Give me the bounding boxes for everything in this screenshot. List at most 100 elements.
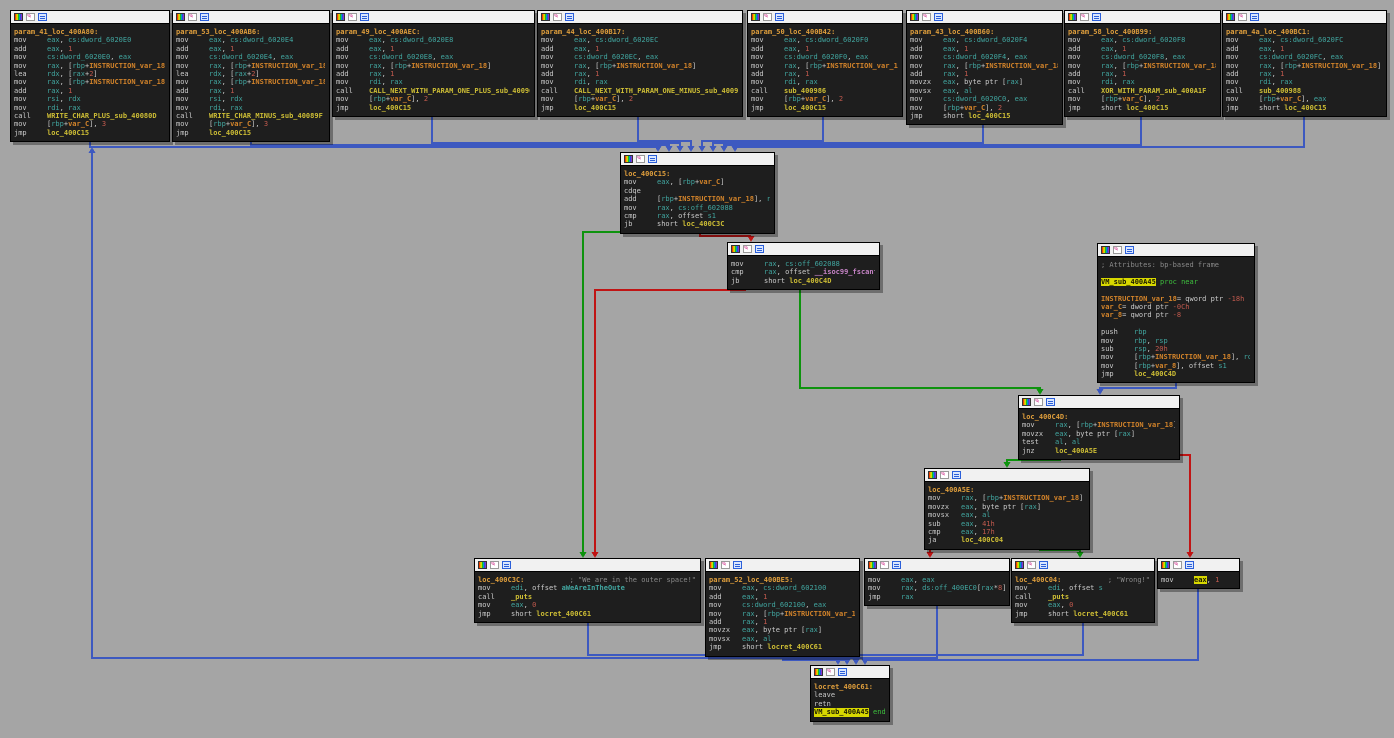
node-color-icon[interactable] xyxy=(1161,561,1170,569)
node-titlebar[interactable] xyxy=(1019,396,1179,409)
edit-node-icon[interactable] xyxy=(553,13,562,21)
group-node-icon[interactable] xyxy=(1250,13,1259,21)
node-titlebar[interactable] xyxy=(748,11,902,24)
group-node-icon[interactable] xyxy=(1092,13,1101,21)
group-node-icon[interactable] xyxy=(934,13,943,21)
node-color-icon[interactable] xyxy=(1022,398,1031,406)
group-node-icon[interactable] xyxy=(360,13,369,21)
node-color-icon[interactable] xyxy=(478,561,487,569)
group-node-icon[interactable] xyxy=(755,245,764,253)
node-color-icon[interactable] xyxy=(336,13,345,21)
edit-node-icon[interactable] xyxy=(880,561,889,569)
edit-node-icon[interactable] xyxy=(721,561,730,569)
edit-node-icon[interactable] xyxy=(922,13,931,21)
edit-node-icon[interactable] xyxy=(1080,13,1089,21)
group-node-icon[interactable] xyxy=(1185,561,1194,569)
node-titlebar[interactable] xyxy=(1012,559,1154,572)
code-token: eax xyxy=(118,53,132,62)
group-node-icon[interactable] xyxy=(38,13,47,21)
edit-node-icon[interactable] xyxy=(1173,561,1182,569)
code-token: mov xyxy=(176,78,189,87)
group-node-icon[interactable] xyxy=(775,13,784,21)
node-color-icon[interactable] xyxy=(541,13,550,21)
node-color-icon[interactable] xyxy=(814,668,823,676)
group-node-icon[interactable] xyxy=(200,13,209,21)
node-color-icon[interactable] xyxy=(928,471,937,479)
edit-node-icon[interactable] xyxy=(763,13,772,21)
node-color-icon[interactable] xyxy=(751,13,760,21)
node-color-icon[interactable] xyxy=(910,13,919,21)
node-titlebar[interactable] xyxy=(811,666,889,679)
node-titlebar[interactable] xyxy=(865,559,1009,572)
node-titlebar[interactable] xyxy=(1223,11,1386,24)
edit-node-icon[interactable] xyxy=(743,245,752,253)
node-titlebar[interactable] xyxy=(1158,559,1239,572)
edit-node-icon[interactable] xyxy=(1113,246,1122,254)
node-titlebar[interactable] xyxy=(11,11,169,24)
edit-node-icon[interactable] xyxy=(348,13,357,21)
edit-node-icon[interactable] xyxy=(636,155,645,163)
group-node-icon[interactable] xyxy=(733,561,742,569)
node-color-icon[interactable] xyxy=(709,561,718,569)
edit-node-icon[interactable] xyxy=(1027,561,1036,569)
group-node-icon[interactable] xyxy=(838,668,847,676)
node-titlebar[interactable] xyxy=(925,469,1089,482)
group-node-icon[interactable] xyxy=(952,471,961,479)
group-node-icon[interactable] xyxy=(1039,561,1048,569)
node-titlebar[interactable] xyxy=(173,11,329,24)
node-titlebar[interactable] xyxy=(706,559,859,572)
group-node-icon[interactable] xyxy=(502,561,511,569)
edit-node-icon[interactable] xyxy=(1034,398,1043,406)
group-node-icon[interactable] xyxy=(892,561,901,569)
edit-node-icon[interactable] xyxy=(26,13,35,21)
node-titlebar[interactable] xyxy=(1065,11,1220,24)
node-titlebar[interactable] xyxy=(475,559,700,572)
edit-node-icon[interactable] xyxy=(826,668,835,676)
node-color-icon[interactable] xyxy=(1226,13,1235,21)
node-color-icon[interactable] xyxy=(731,245,740,253)
node-titlebar[interactable] xyxy=(538,11,742,24)
node-color-icon[interactable] xyxy=(176,13,185,21)
node-color-icon[interactable] xyxy=(1015,561,1024,569)
group-node-icon[interactable] xyxy=(1046,398,1055,406)
node-titlebar[interactable] xyxy=(1098,244,1254,257)
node-VM_sub_400A45_entry[interactable]: ; Attributes: bp-based frameVM_sub_400A4… xyxy=(1097,243,1255,384)
edit-node-icon[interactable] xyxy=(940,471,949,479)
edit-node-icon[interactable] xyxy=(188,13,197,21)
node-color-icon[interactable] xyxy=(868,561,877,569)
node-titlebar[interactable] xyxy=(907,11,1062,24)
edit-node-icon[interactable] xyxy=(490,561,499,569)
group-node-icon[interactable] xyxy=(565,13,574,21)
edit-node-icon[interactable] xyxy=(1238,13,1247,21)
node-titlebar[interactable] xyxy=(333,11,534,24)
node-color-icon[interactable] xyxy=(14,13,23,21)
code-token: 2 xyxy=(423,95,429,104)
node-titlebar[interactable] xyxy=(621,153,774,166)
group-node-icon[interactable] xyxy=(648,155,657,163)
node-color-icon[interactable] xyxy=(624,155,633,163)
node-loc_400C3C[interactable]: loc_400C3C:; "We are in the outer space!… xyxy=(474,558,701,623)
node-titlebar[interactable] xyxy=(728,243,879,256)
node-color-icon[interactable] xyxy=(1101,246,1110,254)
node-color-icon[interactable] xyxy=(1068,13,1077,21)
group-node-icon[interactable] xyxy=(1125,246,1134,254)
